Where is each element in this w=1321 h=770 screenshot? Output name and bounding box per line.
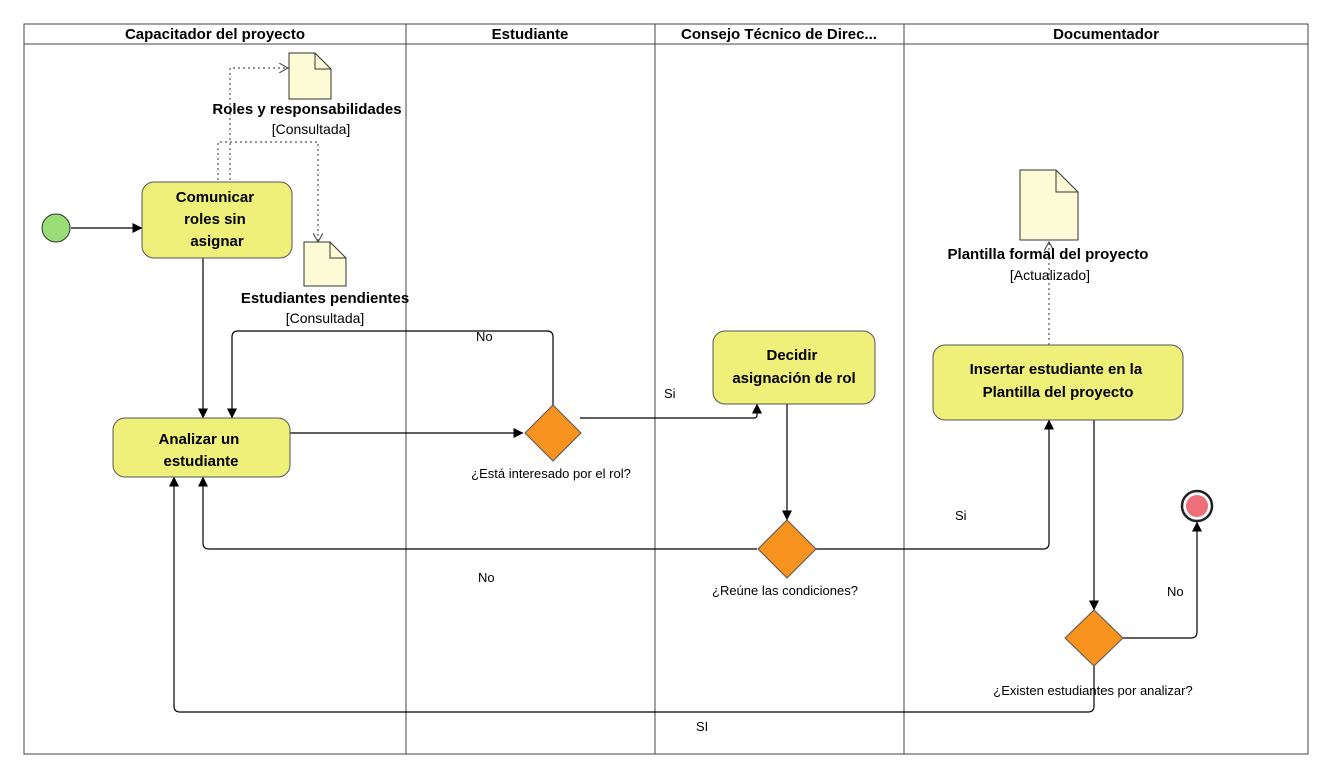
lane-title-documentador: Documentador — [1053, 26, 1159, 43]
guard-si-interesado: Si — [664, 386, 676, 401]
action-decidir-asignacion[interactable]: Decidir asignación de rol — [712, 330, 876, 405]
document-icon — [303, 241, 347, 287]
action-label-line: Insertar estudiante en la — [970, 361, 1143, 378]
lane-title-capacitador: Capacitador del proyecto — [125, 26, 305, 43]
decision-label-condiciones: ¿Reúne las condiciones? — [712, 583, 858, 598]
decision-interesado[interactable] — [524, 404, 582, 462]
guard-si-existen: SI — [696, 719, 708, 734]
flow-existen-si — [169, 476, 1095, 713]
object-estudiantes-pendientes[interactable]: Estudiantes pendientes [Consultada] — [241, 241, 409, 326]
document-icon — [1019, 169, 1079, 241]
action-label-line: estudiante — [163, 453, 238, 470]
object-name: Roles y responsabilidades — [212, 101, 401, 118]
action-label-line: Decidir — [766, 347, 817, 364]
action-label-line: asignación de rol — [732, 370, 855, 387]
document-fold — [1055, 170, 1078, 193]
action-label-line: asignar — [190, 233, 244, 250]
object-name: Plantilla formal del proyecto — [948, 246, 1149, 263]
document-icon — [288, 52, 332, 100]
action-analizar-estudiante[interactable]: Analizar un estudiante — [112, 417, 291, 478]
action-label-line: roles sin — [184, 211, 246, 228]
control-flows — [71, 223, 1202, 713]
flow-condiciones-no — [198, 476, 757, 550]
object-plantilla-formal[interactable]: Plantilla formal del proyecto [Actualiza… — [948, 169, 1149, 283]
flow-condiciones-si — [816, 419, 1054, 550]
flow-interesado-no — [227, 330, 554, 419]
action-label-line: Plantilla del proyecto — [983, 384, 1134, 401]
decision-condiciones[interactable] — [757, 519, 817, 579]
decision-existen[interactable] — [1064, 609, 1124, 667]
lane-title-consejo: Consejo Técnico de Direc... — [681, 26, 877, 43]
decision-label-interesado: ¿Está interesado por el rol? — [471, 466, 631, 481]
document-fold — [314, 53, 331, 70]
object-flows — [217, 68, 1049, 345]
object-state: [Consultada] — [286, 310, 365, 326]
guard-si-condiciones: Si — [955, 508, 967, 523]
svg-text:Insertar estudiante en la: Insertar estudiante en la Plantilla del … — [970, 361, 1147, 401]
guard-no-interesado: No — [476, 329, 493, 344]
object-roles-responsabilidades[interactable]: Roles y responsabilidades [Consultada] — [212, 52, 402, 137]
flow-interesado-si — [580, 403, 762, 419]
svg-text:Comunicar roles sin: Comunicar roles sin asignar — [176, 189, 259, 250]
object-name: Estudiantes pendientes — [241, 290, 409, 307]
svg-text:Decidir asignación de ro: Decidir asignación de rol — [732, 347, 855, 387]
svg-text:Analizar un estudiante: Analizar un estudiante — [158, 431, 243, 470]
action-label-line: Analizar un — [158, 431, 239, 448]
action-comunicar-roles[interactable]: Comunicar roles sin asignar — [141, 181, 293, 259]
object-state: [Actualizado] — [1010, 267, 1090, 283]
lane-title-estudiante: Estudiante — [492, 26, 569, 43]
action-insertar-estudiante[interactable]: Insertar estudiante en la Plantilla del … — [932, 344, 1184, 421]
initial-node — [41, 213, 71, 243]
document-fold — [329, 242, 346, 259]
object-state: [Consultada] — [272, 121, 351, 137]
flow-existen-no — [1123, 521, 1202, 639]
final-node-inner — [1186, 495, 1208, 517]
object-flow-to-roles — [229, 68, 288, 180]
guard-no-condiciones: No — [478, 570, 495, 585]
decision-label-existen: ¿Existen estudiantes por analizar? — [993, 683, 1192, 698]
action-label-line: Comunicar — [176, 189, 255, 206]
guard-no-existen: No — [1167, 584, 1184, 599]
